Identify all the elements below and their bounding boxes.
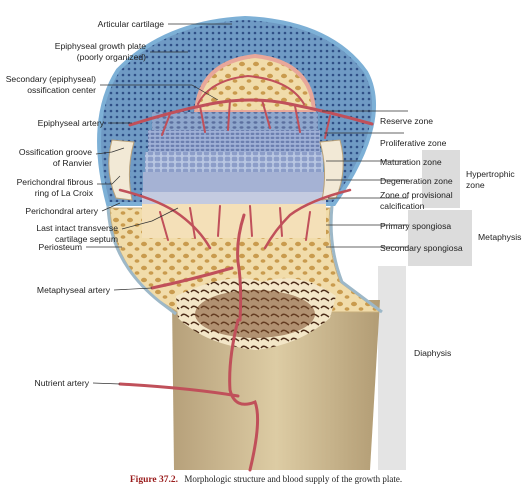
label-provisional-calcification: Zone of provisional [380, 190, 453, 200]
proliferative-zone [148, 130, 320, 152]
ossification-groove-right [319, 139, 344, 201]
marrow-cavity [195, 290, 315, 338]
label-cartilage-septum: cartilage septum [55, 234, 118, 244]
label-nutrient-artery: Nutrient artery [35, 378, 90, 388]
label-diaphysis: Diaphysis [414, 348, 451, 358]
leader-lines [86, 23, 408, 385]
label-last-intact-septum: Last intact transverse [36, 223, 118, 233]
label-metaphysis: Metaphysis [478, 232, 521, 242]
degeneration-zone [143, 172, 325, 192]
artery-network [118, 74, 374, 472]
label-ring-of-la-croix: ring of La Croix [35, 188, 94, 198]
label-poorly-organized: (poorly organized) [77, 52, 146, 62]
label-perichondral-artery: Perichondral artery [25, 206, 98, 216]
maturation-zone [145, 152, 323, 172]
secondary-ossification-center [193, 53, 317, 114]
hypertrophic-bracket [422, 150, 460, 208]
reserve-zone [152, 112, 318, 130]
label-reserve-zone: Reserve zone [380, 116, 433, 126]
label-of-ranvier: of Ranvier [53, 158, 92, 168]
diaphysis-bracket [378, 266, 406, 470]
label-hypertrophic: Hypertrophic [466, 169, 515, 179]
periosteum [106, 205, 383, 316]
figure-caption: Figure 37.2. Morphologic structure and b… [130, 474, 402, 485]
ossification-groove-left [108, 139, 135, 201]
label-secondary-center: Secondary (epiphyseal) [6, 74, 96, 84]
label-calcification: calcification [380, 201, 425, 211]
metaphysis-bracket [408, 210, 472, 266]
label-secondary-spongiosa: Secondary spongiosa [380, 243, 463, 253]
label-ossification-groove: Ossification groove [19, 147, 92, 157]
provisional-calcification-zone [142, 192, 326, 204]
label-maturation-zone: Maturation zone [380, 157, 442, 167]
label-articular-cartilage: Articular cartilage [98, 19, 165, 29]
label-degeneration-zone: Degeneration zone [380, 176, 453, 186]
label-periosteum: Periosteum [39, 242, 82, 252]
label-ossification-center: ossification center [27, 85, 96, 95]
label-primary-spongiosa: Primary spongiosa [380, 221, 451, 231]
caption-label: Figure 37.2. [130, 475, 178, 485]
label-metaphyseal-artery: Metaphyseal artery [37, 285, 111, 295]
caption-text: Morphologic structure and blood supply o… [184, 474, 402, 484]
label-epiphyseal-growth-plate: Epiphyseal growth plate [55, 41, 146, 51]
label-perichondral-ring: Perichondral fibrous [17, 177, 93, 187]
label-hypertrophic-zone: zone [466, 180, 485, 190]
label-epiphyseal-artery: Epiphyseal artery [38, 118, 105, 128]
label-proliferative-zone: Proliferative zone [380, 138, 447, 148]
